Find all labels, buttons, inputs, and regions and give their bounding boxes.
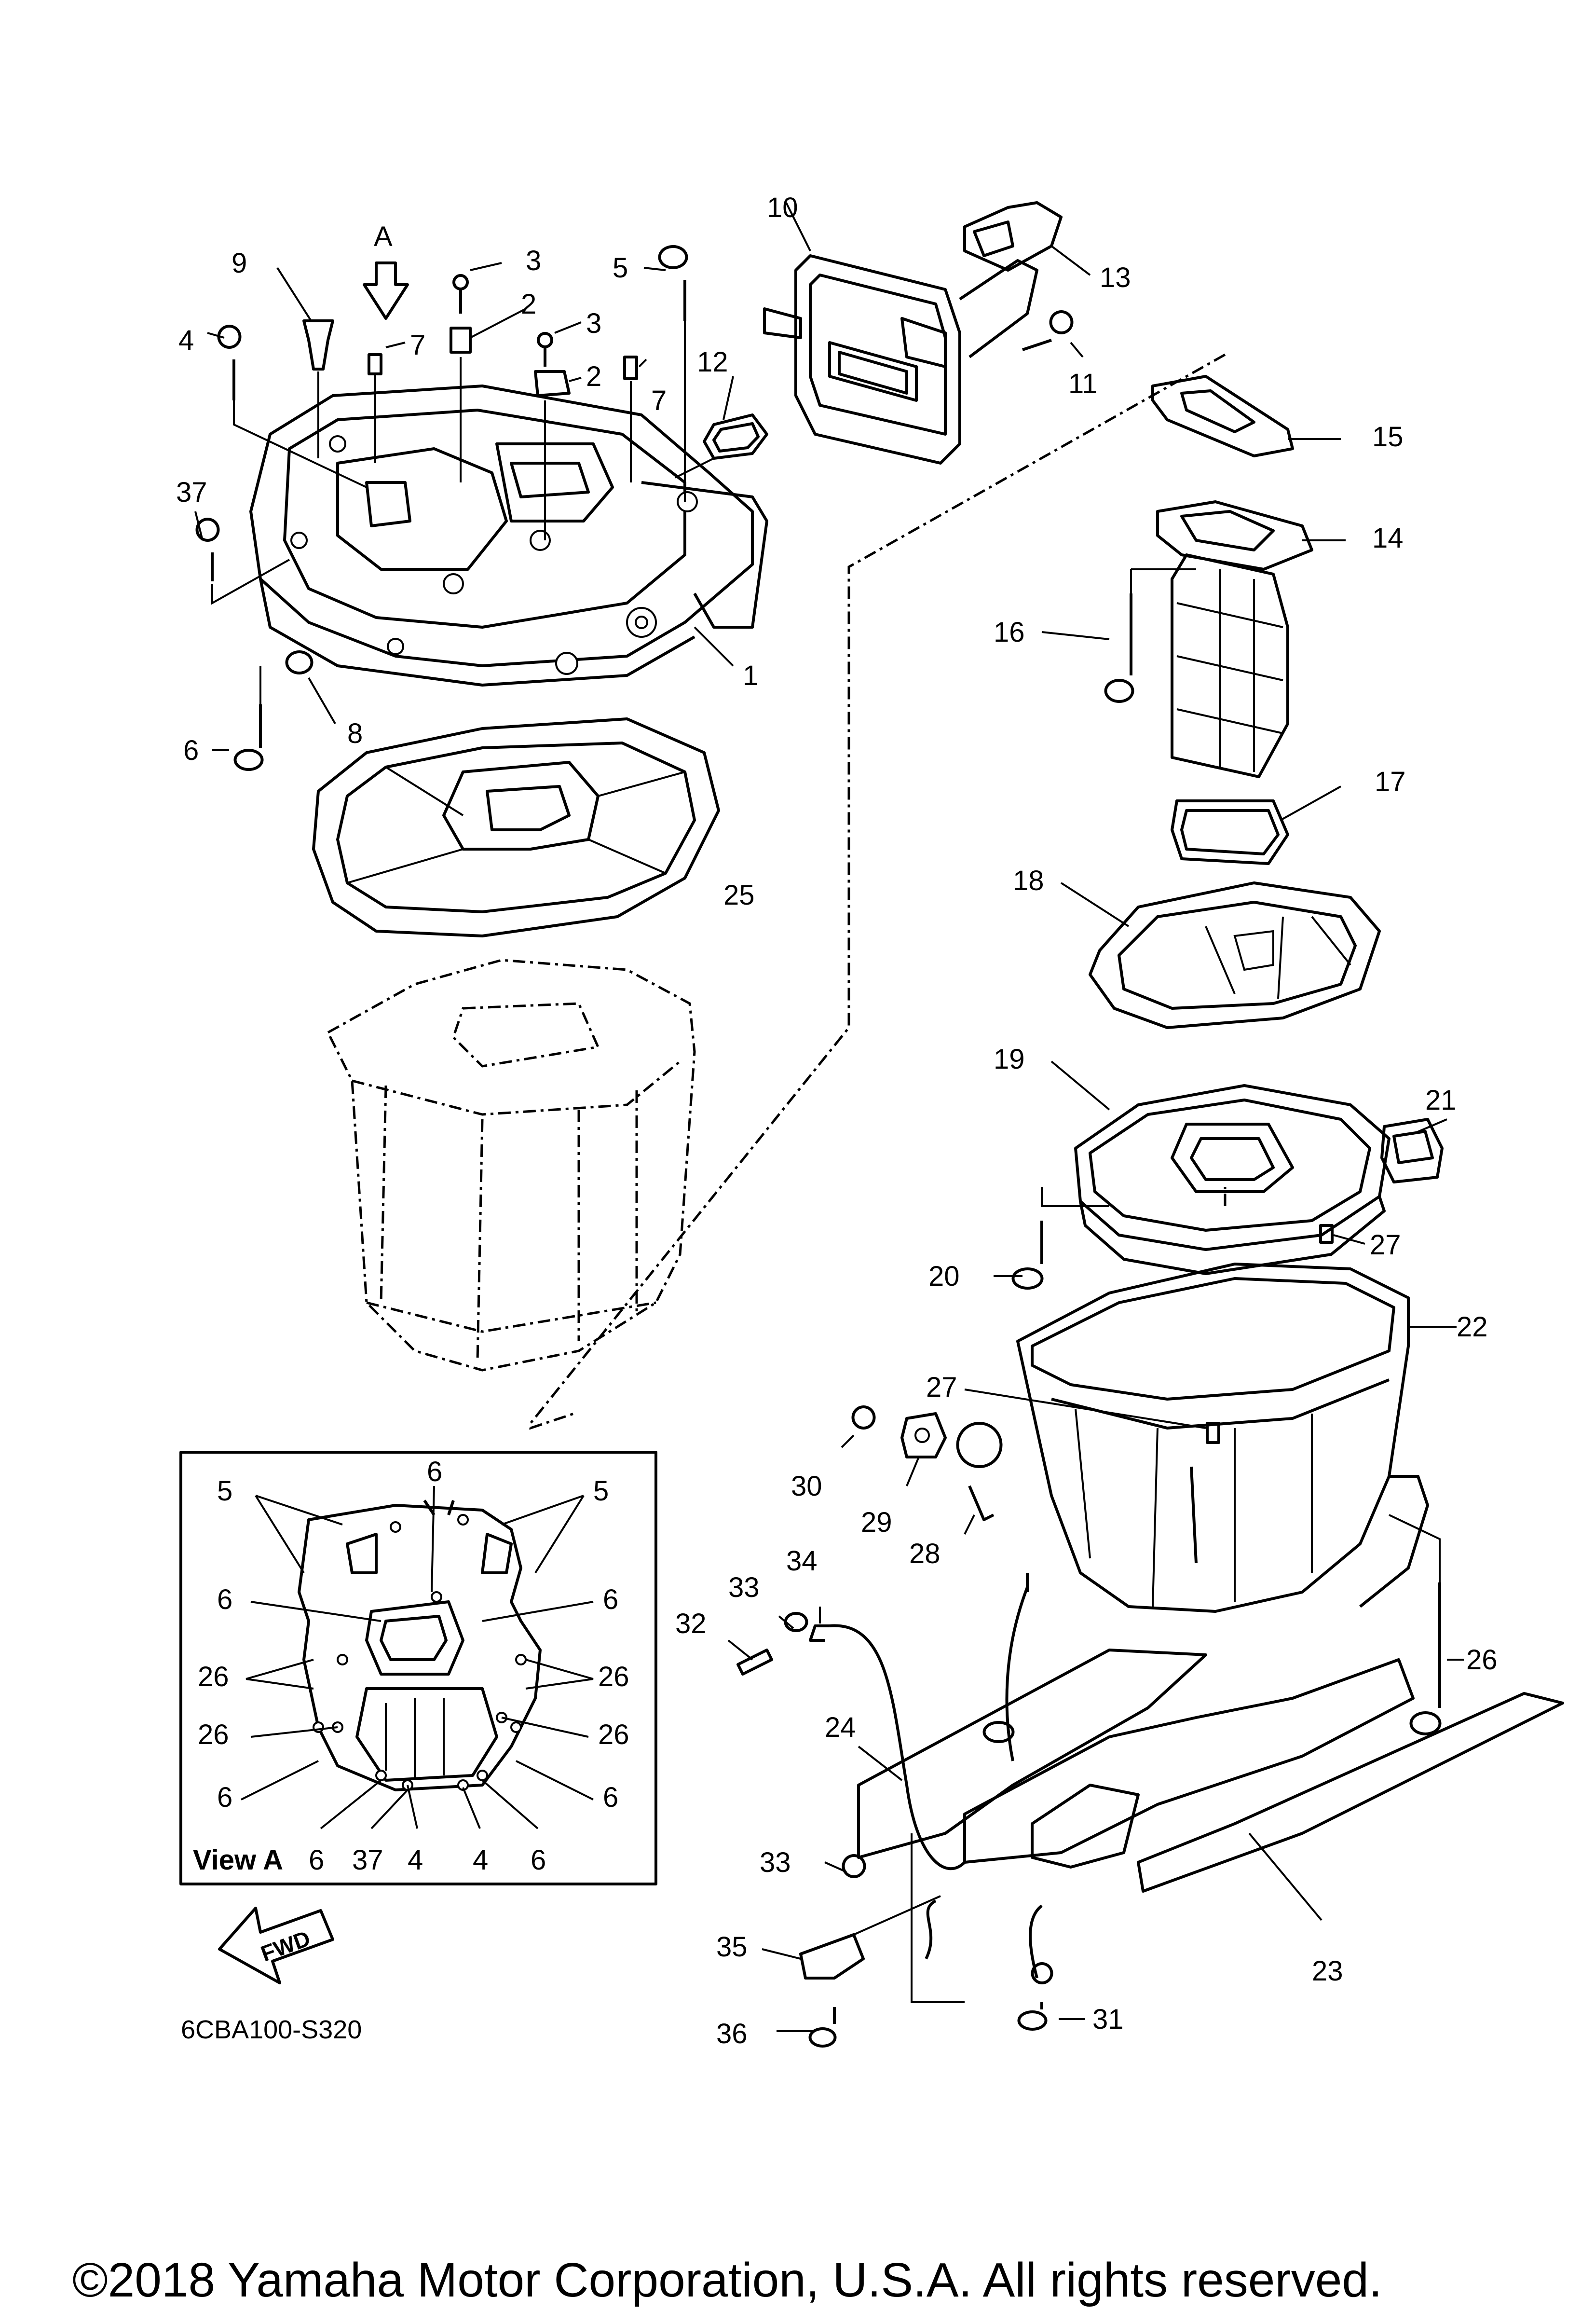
callout-5: 5 xyxy=(613,252,628,284)
callout-31: 31 xyxy=(1092,2004,1124,2035)
callout-8: 8 xyxy=(347,718,363,749)
view-a-bottom-6-left: 6 xyxy=(309,1844,324,1876)
wiring-hardware xyxy=(727,1405,1085,2048)
callout-11: 11 xyxy=(1068,368,1097,399)
callout-7a: 7 xyxy=(410,330,425,361)
callout-1: 1 xyxy=(743,660,758,691)
callout-15: 15 xyxy=(1372,421,1404,453)
callout-3a: 3 xyxy=(526,245,541,276)
callout-37: 37 xyxy=(176,477,207,508)
view-a-bottom-4-left: 4 xyxy=(408,1844,423,1876)
callout-12: 12 xyxy=(697,346,728,378)
callout-26: 26 xyxy=(1466,1644,1498,1676)
callout-17: 17 xyxy=(1375,766,1406,798)
view-a-label-6-left-2: 6 xyxy=(217,1782,232,1813)
upper-casing-22 xyxy=(964,1263,1457,1613)
callout-20: 20 xyxy=(928,1261,960,1292)
callout-10: 10 xyxy=(767,192,798,223)
callout-2a: 2 xyxy=(521,289,536,320)
exhaust-guide-part xyxy=(249,385,768,687)
callout-21: 21 xyxy=(1425,1085,1457,1116)
silencer-assembly xyxy=(675,201,1091,479)
view-a-label-5-right: 5 xyxy=(593,1475,609,1507)
view-a-bottom-6-right: 6 xyxy=(531,1844,546,1876)
view-a-label-6-right-2: 6 xyxy=(603,1782,618,1813)
callout-34: 34 xyxy=(786,1545,818,1577)
callout-19: 19 xyxy=(994,1044,1025,1075)
callout-4: 4 xyxy=(178,325,194,356)
view-a-title: View A xyxy=(193,1844,283,1876)
callout-29: 29 xyxy=(861,1507,892,1538)
view-arrow-label: A xyxy=(374,221,393,252)
callout-33b: 33 xyxy=(760,1847,791,1878)
view-a-inset xyxy=(179,1451,657,1885)
gasket-18 xyxy=(1060,881,1381,1029)
callout-28: 28 xyxy=(909,1538,941,1569)
leader-lines-upper xyxy=(194,262,734,751)
view-a-label-26-left-1: 26 xyxy=(198,1661,229,1692)
callout-16: 16 xyxy=(994,617,1025,648)
diagram-code: 6CBA100-S320 xyxy=(181,2015,362,2044)
callout-24: 24 xyxy=(825,1712,856,1743)
callout-35: 35 xyxy=(716,1931,748,1963)
callout-32: 32 xyxy=(675,1608,707,1639)
callout-6: 6 xyxy=(183,735,199,766)
view-a-label-6-right-1: 6 xyxy=(603,1584,618,1615)
view-a-label-26-left-2: 26 xyxy=(198,1719,229,1750)
lower-casing-parts xyxy=(857,1514,1564,1921)
copyright-notice: ©2018 Yamaha Motor Corporation, U.S.A. A… xyxy=(72,2253,1382,2307)
small-fasteners xyxy=(195,245,688,771)
part-callouts: 1 2 2 3 3 4 5 6 7 7 8 9 10 11 12 13 14 1… xyxy=(176,192,1498,2049)
view-a-labels: 5 5 6 6 6 26 26 26 26 6 6 View A 6 37 4 … xyxy=(193,1456,629,1876)
fwd-arrow xyxy=(218,1907,334,1984)
callout-3b: 3 xyxy=(586,308,601,339)
callout-9: 9 xyxy=(232,248,247,279)
view-a-label-5-left: 5 xyxy=(217,1475,232,1507)
view-a-bottom-37: 37 xyxy=(352,1844,383,1876)
exhaust-manifold-parts xyxy=(1041,375,1346,865)
view-a-bottom-4-right: 4 xyxy=(473,1844,488,1876)
callout-27b: 27 xyxy=(926,1372,957,1403)
callout-33a: 33 xyxy=(728,1572,760,1603)
view-a-label-26-right-2: 26 xyxy=(598,1719,629,1750)
callout-18: 18 xyxy=(1013,865,1044,896)
view-a-label-6-left-1: 6 xyxy=(217,1584,232,1615)
callout-30: 30 xyxy=(791,1471,822,1502)
phantom-casing-left xyxy=(326,959,696,1372)
callout-22: 22 xyxy=(1457,1311,1488,1343)
callout-2b: 2 xyxy=(586,361,601,392)
view-a-label-26-right-1: 26 xyxy=(598,1661,629,1692)
gasket-25 xyxy=(312,717,720,937)
callout-7b: 7 xyxy=(651,385,667,416)
adapter-plate-19 xyxy=(994,1060,1447,1290)
callout-27a: 27 xyxy=(1370,1229,1401,1261)
callout-23: 23 xyxy=(1312,1955,1343,1987)
assembly-leader-dashed xyxy=(529,353,1226,1430)
callout-13: 13 xyxy=(1100,262,1131,293)
view-a-arrow xyxy=(363,261,409,320)
callout-36: 36 xyxy=(716,2018,748,2049)
callout-25: 25 xyxy=(723,880,755,911)
view-a-label-6-top: 6 xyxy=(427,1456,442,1487)
callout-14: 14 xyxy=(1372,523,1404,554)
